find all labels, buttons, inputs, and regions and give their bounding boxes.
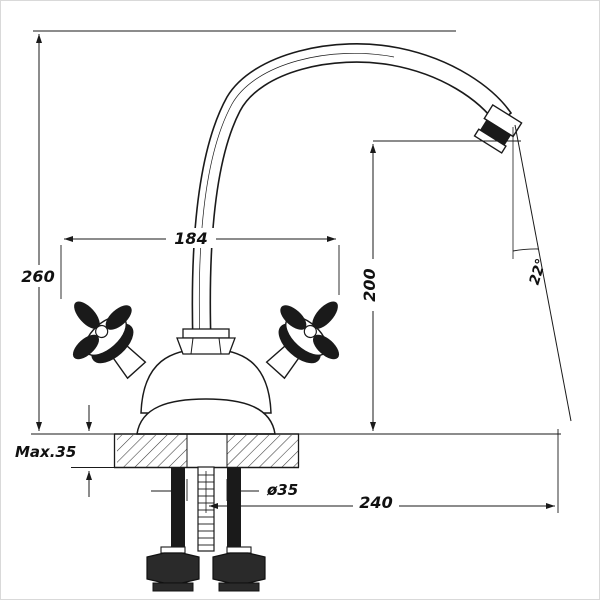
spout-base-flange	[182, 328, 230, 339]
dimension-260-label: 260	[21, 267, 54, 286]
label-bg	[359, 259, 380, 311]
angle-arc	[512, 248, 539, 252]
dimension-max35	[71, 405, 114, 497]
handle-right-lobe-left	[280, 305, 307, 330]
handle-left-lobe-right	[105, 305, 132, 330]
faucet-base-escutcheon	[136, 398, 276, 435]
spout-base-nut	[176, 328, 236, 355]
label-bg	[263, 480, 305, 498]
label-bg	[353, 492, 399, 513]
dimension-dia35-label: ø35	[266, 481, 298, 499]
handle-right-cap	[303, 324, 317, 339]
handle-left-lobe-top	[74, 301, 100, 329]
dimension-184-label: 184	[174, 229, 207, 248]
label-bg	[17, 265, 59, 287]
spout-outline	[191, 43, 513, 346]
connector-neck	[160, 546, 186, 554]
handle-left-cap	[95, 324, 109, 339]
connector-neck	[226, 546, 252, 554]
supply-hose-left	[171, 467, 185, 555]
dimension-22deg-label: 22°	[527, 257, 550, 287]
connector-end	[152, 582, 194, 592]
dimension-240-label: 240	[359, 493, 392, 512]
faucet-spout	[191, 43, 513, 346]
hose-connector-right	[212, 546, 266, 592]
spout-highlight-line	[198, 52, 395, 342]
connector-end	[218, 582, 260, 592]
countertop	[113, 433, 300, 469]
nut-facet-line	[218, 337, 222, 355]
handle-left	[72, 301, 147, 380]
angle-line	[514, 124, 572, 422]
dimension-max35-label: Max.35	[15, 443, 76, 461]
aerator	[473, 103, 523, 154]
nut-facet-line	[190, 337, 194, 355]
countertop-hatch-left	[117, 435, 187, 467]
dimension-dia35	[151, 479, 259, 501]
handle-right-lobe-right	[312, 334, 340, 360]
supply-hose-right	[227, 467, 241, 555]
dimension-200-label: 200	[360, 268, 379, 301]
connector-nut	[146, 552, 200, 584]
dimension-labels: 260 184 200 22° Max.35 ø35 240	[15, 228, 550, 513]
label-bg	[166, 228, 216, 248]
spout-base-hex	[176, 337, 236, 355]
handle-right	[265, 301, 340, 380]
dimension-200	[299, 140, 561, 435]
countertop-hatch-right	[227, 435, 298, 467]
dimension-260	[31, 30, 456, 435]
dimension-22deg	[512, 124, 572, 422]
connector-nut	[212, 552, 266, 584]
handle-left-lobe-left	[72, 334, 100, 360]
hose-connector-left	[146, 546, 200, 592]
handle-right-lobe-top	[312, 301, 338, 329]
